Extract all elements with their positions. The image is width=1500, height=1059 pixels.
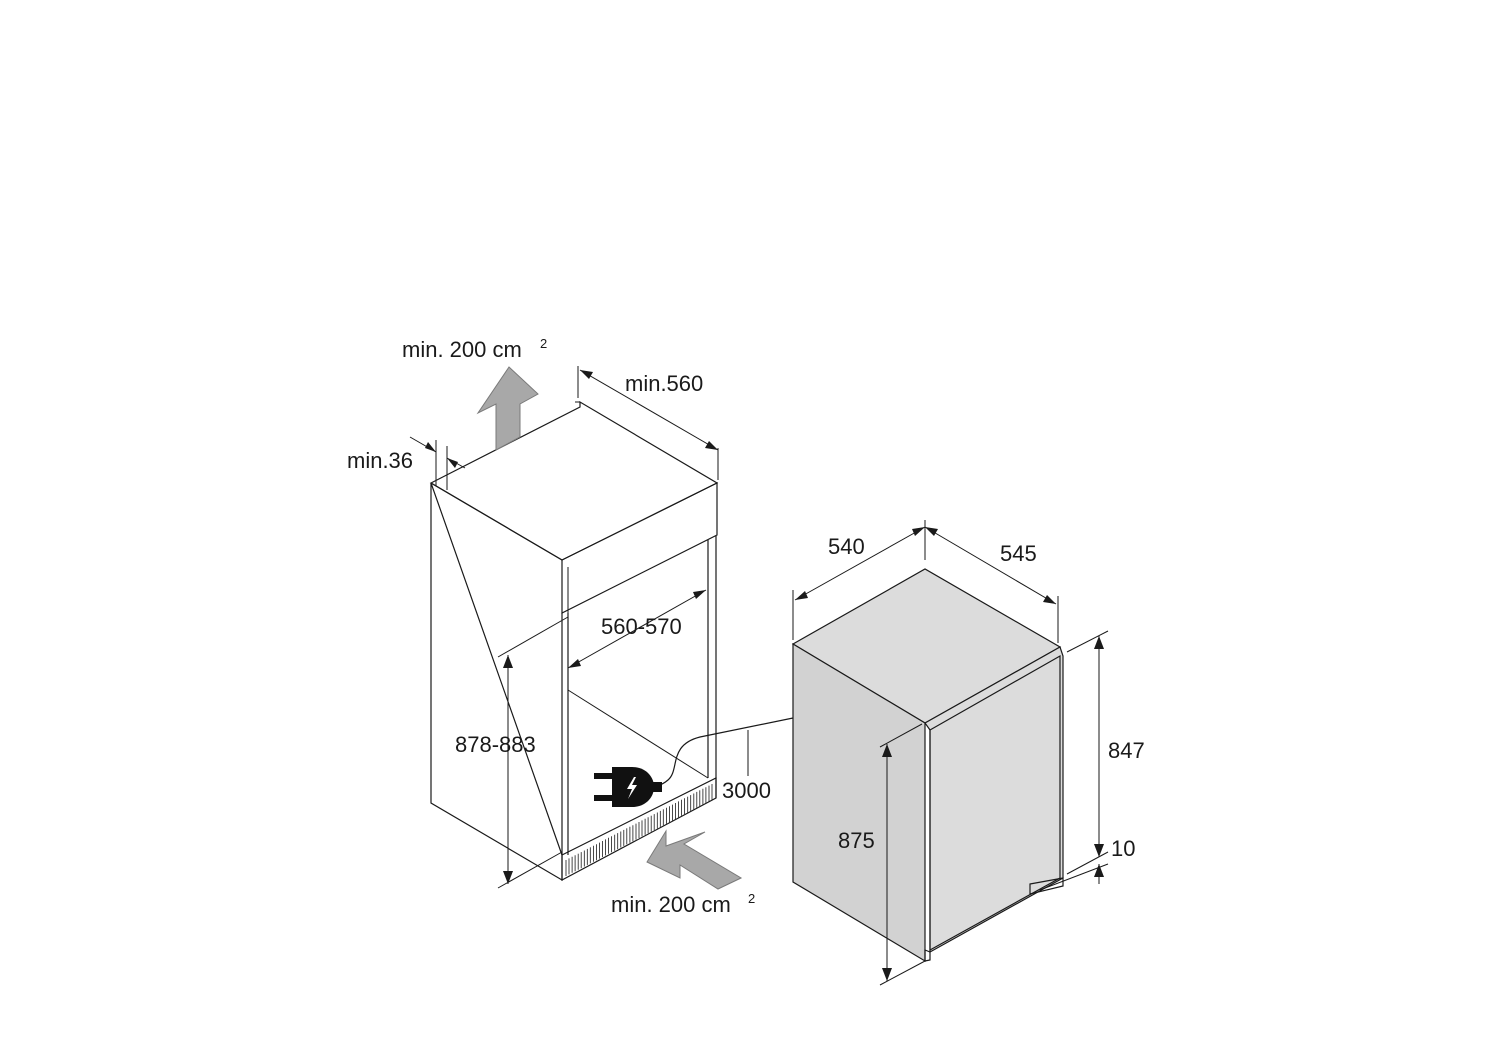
label-plinth-gap: 10	[1111, 836, 1135, 861]
label-appliance-width: 540	[828, 534, 865, 559]
dim-appliance-width: 540	[792, 520, 926, 640]
label-niche-gap: min.36	[347, 448, 413, 473]
dim-door-height: 847	[1066, 630, 1145, 857]
dim-niche-depth: 560-570	[497, 589, 707, 669]
label-niche-height: 878-883	[455, 732, 536, 757]
label-cable-length: 3000	[722, 778, 771, 803]
label-door-height: 847	[1108, 738, 1145, 763]
dim-plinth-gap: 10	[1039, 836, 1135, 891]
label-appliance-height: 875	[838, 828, 875, 853]
dim-niche-height: 878-883	[455, 655, 563, 889]
dim-appliance-height: 875	[838, 723, 926, 986]
vent-grille	[565, 784, 713, 876]
niche-cabinet	[429, 400, 719, 882]
label-niche-depth: 560-570	[601, 614, 682, 639]
dim-appliance-depth: 545	[924, 526, 1059, 643]
label-niche-width: min.560	[625, 371, 703, 396]
label-vent-top: min. 200 cm	[402, 337, 522, 362]
appliance	[791, 568, 1064, 963]
power-cable: 3000	[639, 717, 794, 803]
dim-niche-gap: min.36	[347, 436, 466, 490]
label-vent-bottom: min. 200 cm	[611, 892, 731, 917]
airflow-up-arrow-icon	[476, 366, 539, 451]
airflow-in-arrow-icon	[646, 829, 743, 890]
label-vent-top-sup: 2	[540, 336, 547, 351]
label-appliance-depth: 545	[1000, 541, 1037, 566]
label-vent-bottom-sup: 2	[748, 891, 755, 906]
dim-niche-width: min.560	[577, 366, 719, 480]
power-plug-icon	[594, 767, 662, 807]
